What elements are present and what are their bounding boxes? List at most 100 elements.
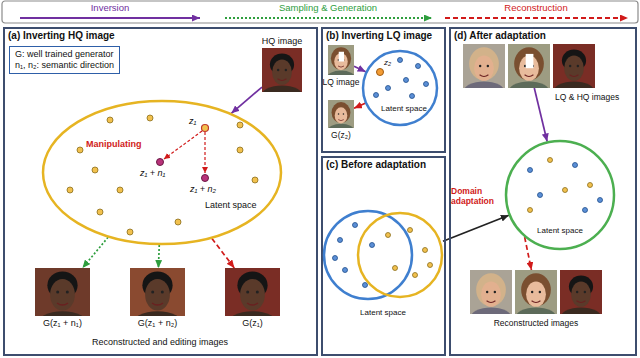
eye	[486, 291, 488, 293]
eye	[277, 69, 279, 71]
hair	[476, 273, 506, 306]
shoulders	[328, 124, 354, 128]
eye	[338, 113, 340, 115]
text-holder: Sampling & Generation	[279, 2, 377, 13]
text-holder: Reconstruction	[504, 2, 567, 13]
annotation: z₂	[384, 58, 391, 67]
photo-row	[328, 45, 354, 75]
mouth	[480, 75, 489, 77]
connector	[534, 88, 547, 142]
connector	[158, 245, 161, 268]
image-caption: G(z₂)	[331, 130, 351, 141]
text-holder: LQ & HQ images	[555, 92, 619, 103]
eye	[161, 290, 164, 293]
image-frame: LQ image	[328, 45, 354, 75]
photo-row	[35, 268, 90, 316]
shoulders	[463, 81, 505, 88]
panel-frame: (c) Before adaptationLatent space	[321, 156, 446, 356]
eye	[285, 69, 287, 71]
face-photo	[262, 48, 302, 92]
face-photo	[328, 45, 354, 75]
shoulders	[262, 85, 302, 92]
text-holder: z₁ + n₁	[140, 168, 165, 178]
shoulders	[515, 307, 557, 314]
photo	[463, 44, 505, 88]
latent-points	[67, 115, 593, 278]
face-photo	[225, 268, 280, 316]
photo-row	[262, 48, 302, 92]
image-caption: G(z₁ + n₁)	[43, 318, 82, 329]
text-holder: Latent space	[381, 104, 427, 114]
photo-background	[130, 268, 185, 316]
image-caption: G(z₁)	[242, 318, 263, 329]
note-box: G: well trained generatorn₁, n₂: semanti…	[9, 46, 120, 74]
latent-space: Latent space	[323, 208, 443, 322]
image-frame: G(z₁ + n₂)	[130, 268, 185, 316]
legend-text: Inversion	[91, 2, 130, 13]
eye	[256, 290, 259, 293]
image-frame: G(z₁ + n₁)	[35, 268, 90, 316]
text-holder: Latent space	[537, 226, 583, 236]
face-photo	[463, 44, 505, 88]
latent-space: Latent space	[362, 50, 438, 126]
face	[526, 282, 546, 307]
face-photo	[508, 44, 550, 88]
latent-code	[202, 125, 209, 132]
eye	[576, 291, 578, 293]
hair	[521, 273, 551, 306]
connector	[212, 238, 234, 268]
eye	[66, 290, 69, 293]
hair	[332, 102, 351, 123]
face-photo	[130, 268, 185, 316]
photo	[130, 268, 185, 316]
image-frame: G(z₂)	[328, 100, 354, 128]
photo	[560, 270, 602, 314]
mouth	[525, 75, 534, 77]
face	[571, 282, 591, 307]
face	[564, 56, 584, 81]
connector	[354, 103, 365, 108]
panel-frame: (a) Inverting HQ imageG: well trained ge…	[3, 27, 318, 356]
mouth	[577, 301, 586, 303]
photo-row	[328, 100, 354, 128]
text-holder: (b) Inverting LQ image	[326, 30, 432, 42]
legend-sample	[20, 17, 200, 19]
connector	[354, 66, 366, 72]
photo-row	[225, 268, 280, 316]
image-caption: G(z₁ + n₂)	[138, 318, 177, 329]
photo-background	[515, 270, 557, 314]
manipulation-arrow	[164, 131, 202, 159]
image-frame: HQ image	[262, 48, 302, 92]
latent-code	[377, 69, 384, 76]
text-holder: Latent space	[205, 200, 257, 211]
annotation: z₁	[189, 116, 196, 126]
legend-sample	[445, 17, 628, 19]
image-caption: LQ & HQ images	[555, 92, 619, 103]
photo-background	[470, 270, 512, 314]
annotation: z₁ + n₂	[190, 184, 216, 194]
annotation: Manipulating	[86, 139, 142, 149]
text-holder: G(z₁)	[242, 318, 263, 329]
image-frame: LQ & HQ images	[463, 44, 595, 88]
edge-label: Domain adaptation	[451, 186, 501, 206]
edited-code	[202, 175, 209, 182]
face	[272, 60, 292, 85]
photo-row	[463, 44, 595, 88]
annotation: z₁ + n₁	[140, 168, 165, 178]
face-photo	[560, 270, 602, 314]
shoulders	[508, 81, 550, 88]
latent-outline	[323, 208, 443, 322]
eye	[343, 113, 345, 115]
text-holder: Inversion	[91, 2, 130, 13]
eye	[494, 291, 496, 293]
connector	[82, 237, 108, 268]
eye	[584, 291, 586, 293]
photo	[225, 268, 280, 316]
text-holder: G(z₁ + n₂)	[138, 318, 177, 329]
photo	[328, 45, 354, 75]
latent-circle	[358, 213, 442, 297]
legend-text: Sampling & Generation	[279, 2, 377, 13]
manipulation-arrow	[204, 132, 205, 173]
photo-background	[35, 268, 90, 316]
connector	[443, 215, 509, 241]
